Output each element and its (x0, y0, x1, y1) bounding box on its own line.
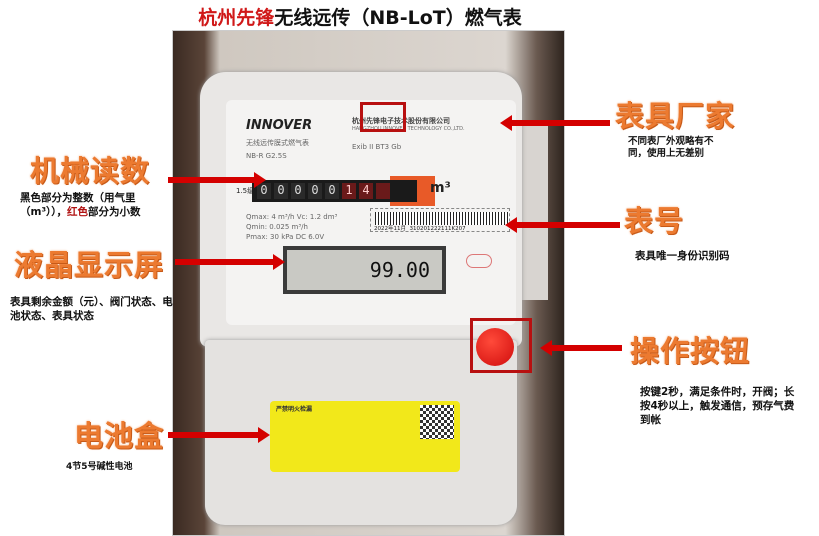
operation-button[interactable] (476, 328, 514, 366)
serial-number: 2022年11月 310201222111K207 (374, 224, 466, 232)
meter-brand-logo: INNOVER (246, 118, 313, 133)
manufacturer-highlight-box (360, 102, 406, 132)
meter-cert: Exib II BT3 Gb (352, 143, 402, 151)
spec: Qmax: 4 m³/h (246, 213, 295, 221)
meter-side (518, 120, 548, 300)
counter-unit: m³ (430, 180, 451, 196)
digit: 0 (325, 183, 339, 199)
qr-code-icon (420, 405, 454, 439)
label-meter-number: 表号 (624, 204, 685, 238)
spec: DC 6.0V (295, 233, 325, 241)
label-mechanical-reading: 机械读数 (30, 154, 151, 188)
meter-specs: Qmax: 4 m³/h Vc: 1.2 dm³ Qmin: 0.025 m³/h… (246, 212, 356, 242)
spec: Pmax: 30 kPa (246, 233, 294, 241)
arrow-right-icon (175, 254, 285, 270)
lcd-value: 99.00 (287, 250, 442, 290)
spec: Vc: 1.2 dm³ (296, 213, 338, 221)
label-operation-button: 操作按钮 (630, 334, 751, 368)
meter-company-en: HANGZHOU INNOVER TECHNOLOGY CO.,LTD. (352, 126, 465, 132)
decimal-digit (376, 183, 390, 199)
digit: 0 (291, 183, 305, 199)
decimal-digit: 4 (359, 183, 373, 199)
arrow-left-icon (505, 217, 620, 233)
arrow-left-icon (540, 340, 622, 356)
serial-date: 2022年11月 (374, 226, 406, 232)
digit: 0 (308, 183, 322, 199)
meter-product: 无线远传膜式燃气表 (246, 139, 309, 147)
battery-cover-sticker: 严禁明火检漏 (270, 401, 460, 472)
arrow-left-icon (500, 115, 610, 131)
decimal-digit: 1 (342, 183, 356, 199)
page-title: 杭州先锋无线远传（NB-LoT）燃气表 (198, 7, 522, 29)
label-battery-box: 电池盒 (74, 419, 165, 453)
desc-manufacturer: 不同表厂外观略有不同，使用上无差别 (628, 136, 714, 159)
desc-text: 部分为小数 (88, 206, 141, 218)
desc-meter-number: 表具唯一身份识别码 (635, 250, 730, 262)
label-lcd-screen: 液晶显示屏 (14, 248, 165, 282)
digit: 0 (274, 183, 288, 199)
ir-window (466, 254, 492, 268)
meter-company: 杭州先锋电子技术股份有限公司 (352, 117, 450, 125)
sticker-title: 严禁明火检漏 (276, 406, 313, 413)
desc-red-text: 红色 (67, 206, 89, 218)
meter-model: NB-R G2.5S (246, 152, 287, 160)
desc-battery-box: 4节5号碱性电池 (66, 462, 133, 472)
arrow-right-icon (168, 172, 266, 188)
desc-text: 黑色部分为整数（用气里（m³））， (20, 192, 136, 218)
desc-operation-button: 按键2秒，满足条件时，开阀；长按4秒以上，触发通信，预存气费到帐 (640, 386, 795, 426)
desc-mechanical-reading: 黑色部分为整数（用气里（m³）），红色部分为小数 (20, 191, 170, 219)
spec: Qmin: 0.025 m³/h (246, 223, 308, 231)
meter-grade: 1.5级 (236, 187, 255, 195)
meter-barcode (370, 208, 510, 232)
label-manufacturer: 表具厂家 (615, 99, 736, 133)
button-highlight-box (470, 318, 532, 373)
lcd-screen: 99.00 (283, 246, 446, 294)
desc-lcd-screen: 表具剩余金额（元）、阀门状态、电池状态、表具状态 (10, 296, 173, 322)
serial-code: 310201222111K207 (409, 226, 466, 232)
arrow-right-icon (168, 427, 270, 443)
